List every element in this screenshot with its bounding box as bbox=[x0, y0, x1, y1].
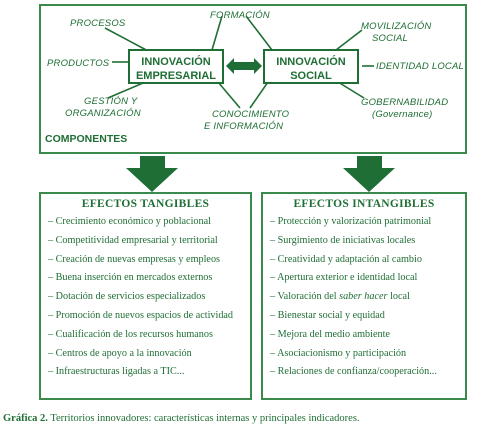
list-item: – Cualificación de los recursos humanos bbox=[48, 328, 213, 340]
caption-text: Territorios innovadores: características… bbox=[47, 413, 360, 424]
label-conocimiento-2: E INFORMACIÓN bbox=[204, 121, 284, 132]
list-item: – Relaciones de confianza/cooperación... bbox=[270, 366, 437, 378]
label-gobernabilidad-2: (Governance) bbox=[372, 109, 433, 120]
list-item: – Competitividad empresarial y territori… bbox=[48, 234, 218, 246]
componentes-title: COMPONENTES bbox=[45, 133, 128, 145]
list-item-saber-hacer: – Valoración del saber hacer local bbox=[270, 288, 465, 307]
list-item: – Dotación de servicios especializados bbox=[48, 291, 206, 303]
list-item: – Buena inserción en mercados externos bbox=[48, 272, 213, 284]
label-conocimiento-1: CONOCIMIENTO bbox=[212, 109, 290, 120]
saber-hacer-italic: saber hacer bbox=[339, 291, 388, 303]
innovacion-empresarial-box: INNOVACIÓN EMPRESARIAL bbox=[128, 49, 224, 84]
line-formacion-right bbox=[245, 15, 273, 51]
list-item: – Infraestructuras ligadas a TIC... bbox=[48, 366, 185, 378]
innovacion-social-line2: SOCIAL bbox=[290, 70, 332, 82]
list-item: – Creatividad y adaptación al cambio bbox=[270, 253, 422, 265]
label-movilizacion-1: MOVILIZACIÓN bbox=[361, 21, 432, 32]
label-procesos: PROCESOS bbox=[70, 18, 126, 29]
list-item: – Crecimiento económico y poblacional bbox=[48, 216, 211, 227]
figure-caption: Gráfica 2. Territorios innovadores: cara… bbox=[3, 413, 360, 424]
line-formacion bbox=[211, 15, 223, 51]
components-box bbox=[39, 4, 467, 154]
list-item: – Bienestar social y equidad bbox=[270, 309, 385, 321]
line-conocimiento-right bbox=[249, 81, 269, 109]
list-item: – Creación de nuevas empresas y empleos bbox=[48, 253, 220, 265]
label-gestion-1: GESTIÓN Y bbox=[84, 96, 138, 107]
label-formacion: FORMACIÓN bbox=[210, 10, 270, 21]
efectos-intangibles-list: – Protección y valorización patrimonial … bbox=[263, 213, 465, 382]
efectos-intangibles-title: EFECTOS INTANGIBLES bbox=[293, 198, 435, 210]
line-conocimiento-left bbox=[217, 81, 241, 109]
saber-hacer-suffix: local bbox=[387, 291, 410, 303]
label-productos: PRODUCTOS bbox=[47, 58, 110, 69]
arrow-down-right-icon bbox=[343, 156, 395, 192]
list-item: – Protección y valorización patrimonial bbox=[270, 216, 432, 227]
line-procesos bbox=[104, 27, 151, 53]
label-movilizacion-2: SOCIAL bbox=[372, 33, 409, 44]
list-item: – Apertura exterior e identidad local bbox=[270, 272, 418, 284]
efectos-tangibles-panel: EFECTOS TANGIBLES – Crecimiento económic… bbox=[39, 192, 252, 400]
innovacion-empresarial-line1: INNOVACIÓN bbox=[141, 56, 211, 68]
line-movilizacion bbox=[335, 29, 363, 51]
list-item: – Centros de apoyo a la innovación bbox=[48, 347, 192, 359]
saber-hacer-prefix: – Valoración del bbox=[270, 291, 340, 303]
innovacion-social-line1: INNOVACIÓN bbox=[276, 56, 346, 68]
list-item: – Promoción de nuevos espacios de activi… bbox=[48, 309, 234, 321]
efectos-intangibles-panel: EFECTOS INTANGIBLES – Protección y valor… bbox=[261, 192, 467, 400]
double-arrow-icon bbox=[226, 58, 262, 74]
list-item: – Asociacionismo y participación bbox=[270, 347, 407, 359]
efectos-tangibles-list: – Crecimiento económico y poblacional – … bbox=[41, 213, 250, 382]
innovacion-empresarial-line2: EMPRESARIAL bbox=[135, 70, 217, 82]
label-gobernabilidad-1: GOBERNABILIDAD bbox=[361, 97, 449, 108]
caption-label: Gráfica 2. bbox=[3, 413, 48, 424]
list-item: – Mejora del medio ambiente bbox=[270, 328, 390, 340]
efectos-tangibles-title: EFECTOS TANGIBLES bbox=[81, 198, 210, 210]
arrow-down-left-icon bbox=[126, 156, 178, 192]
line-gobernabilidad bbox=[337, 81, 365, 99]
list-item: – Surgimiento de iniciativas locales bbox=[270, 234, 416, 246]
innovacion-social-box: INNOVACIÓN SOCIAL bbox=[263, 49, 359, 84]
label-identidad-local: IDENTIDAD LOCAL bbox=[376, 61, 464, 72]
label-gestion-2: ORGANIZACIÓN bbox=[65, 108, 141, 119]
